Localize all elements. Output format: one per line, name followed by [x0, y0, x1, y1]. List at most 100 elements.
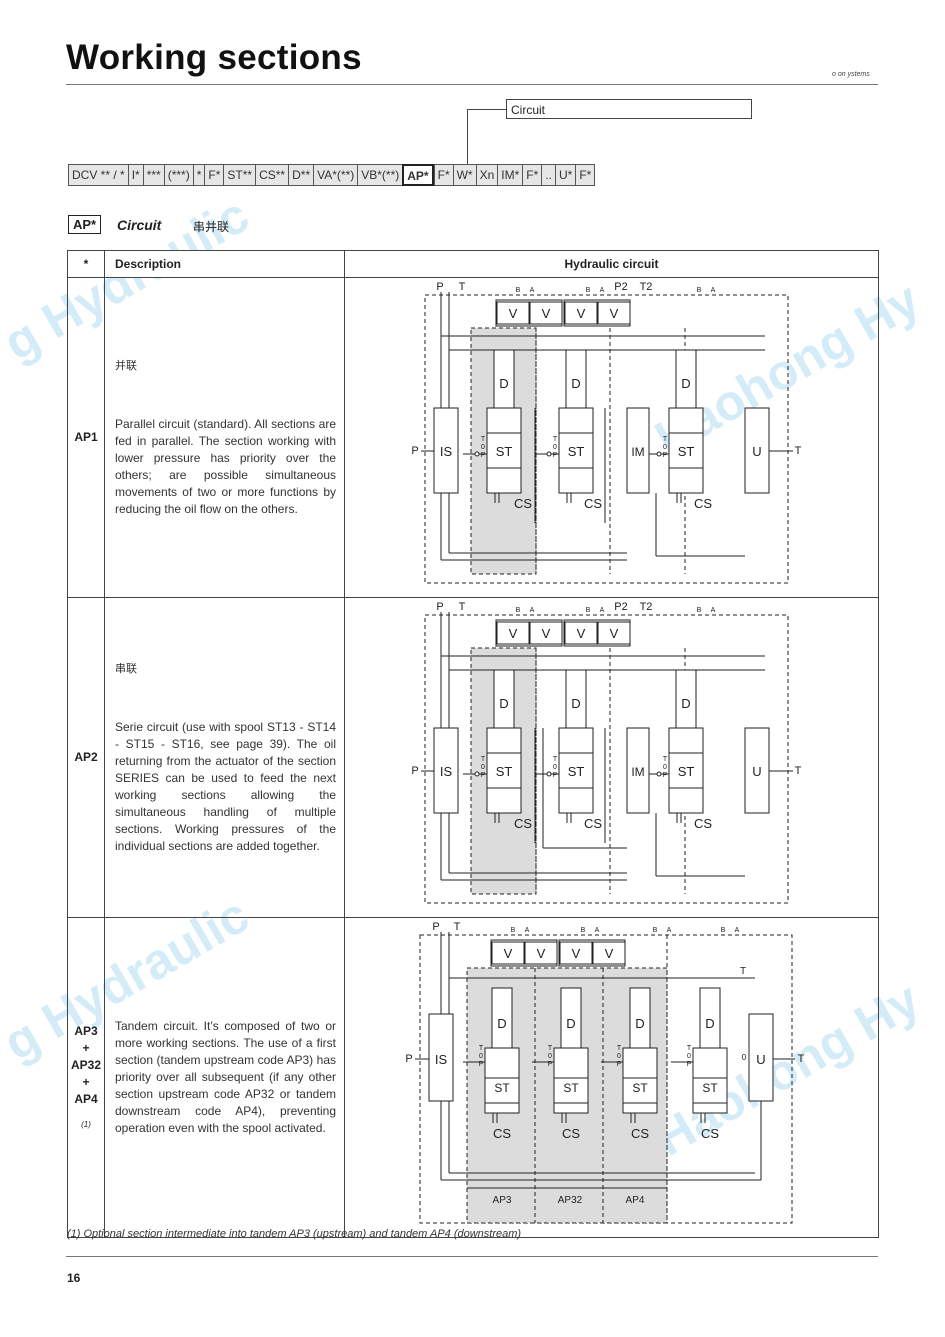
- tag-label: 0: [479, 1053, 483, 1060]
- tandem-label: AP32: [558, 1195, 583, 1206]
- valve-label: V: [537, 946, 546, 961]
- valve-box: [491, 941, 525, 965]
- inlet-block: [428, 1013, 454, 1102]
- port-label: A: [667, 927, 672, 934]
- code-cell: F*: [522, 164, 542, 186]
- tag-label: T: [479, 1045, 484, 1052]
- valve-box: [524, 941, 558, 965]
- tag-label: T: [553, 756, 558, 763]
- tag-label: 0: [553, 444, 557, 451]
- spool-lower: [668, 787, 704, 814]
- port-label: A: [600, 287, 605, 294]
- port-label: T: [459, 601, 466, 613]
- port-label: T: [454, 921, 461, 933]
- row-desc-cn: 并联: [115, 359, 137, 372]
- tag-label: 0: [663, 444, 667, 451]
- code-cell: D**: [288, 164, 314, 186]
- inlet-block: [433, 727, 459, 814]
- spool-lower: [486, 467, 522, 494]
- spool-upper: [622, 1047, 658, 1079]
- row-desc-text: Parallel circuit (standard). All section…: [115, 417, 336, 516]
- code-cell: ST**: [223, 164, 256, 186]
- tag-label: 0: [548, 1053, 552, 1060]
- spool-lower: [692, 1102, 728, 1114]
- tag-label: P: [663, 452, 668, 459]
- valve-label: V: [605, 946, 614, 961]
- row-description: Tandem circuit. It’s composed of two or …: [104, 917, 345, 1238]
- valve-box: [597, 621, 631, 645]
- tandem-label: AP3: [493, 1195, 512, 1206]
- spool-d-label: D: [499, 376, 508, 391]
- outer-frame: [424, 614, 789, 904]
- inlet-label: IS: [440, 444, 453, 459]
- port-label: B: [586, 287, 591, 294]
- valve-label: V: [509, 626, 518, 641]
- spool-lower: [553, 1102, 589, 1114]
- port-label: A: [595, 927, 600, 934]
- cs-label: CS: [631, 1126, 649, 1141]
- tag-label: T: [548, 1045, 553, 1052]
- port-label: A: [735, 927, 740, 934]
- port-label: A: [530, 287, 535, 294]
- port-label: P: [436, 601, 443, 613]
- spool-st: [668, 432, 704, 469]
- port-label: A: [525, 927, 530, 934]
- cs-label: CS: [514, 816, 532, 831]
- title-rule: [66, 84, 878, 85]
- row-desc-text: Serie circuit (use with spool ST13 - ST1…: [115, 720, 336, 853]
- code-cell: *: [192, 164, 205, 186]
- port-label: P: [411, 445, 418, 457]
- intermediate-label: IM: [631, 445, 644, 459]
- code-cell: VA*(**): [313, 164, 358, 186]
- section-code: AP*: [68, 215, 102, 234]
- valve-box: [529, 301, 563, 325]
- tandem-label: AP4: [626, 1195, 645, 1206]
- outer-frame: [419, 934, 793, 1224]
- spool-d-label: D: [566, 1016, 575, 1031]
- port-label: T: [740, 966, 746, 977]
- outlet-label: U: [752, 444, 761, 459]
- spool-d-label: D: [705, 1016, 714, 1031]
- row-description: 串联 Serie circuit (use with spool ST13 - …: [104, 597, 345, 918]
- tag-label: T: [617, 1045, 622, 1052]
- check-valve: [656, 771, 662, 777]
- intermediate-block: [626, 407, 650, 494]
- code-cell: CS**: [255, 164, 289, 186]
- tag-label: P: [481, 452, 486, 459]
- port-label: P: [405, 1053, 412, 1065]
- connector-line: [467, 109, 468, 164]
- spool-upper: [558, 407, 594, 434]
- valve-box: [529, 621, 563, 645]
- port-label: B: [653, 927, 658, 934]
- port-label: B: [511, 927, 516, 934]
- tag-label: 0: [481, 444, 485, 451]
- tag-label: 0: [742, 1053, 747, 1062]
- spool-upper: [558, 727, 594, 754]
- port-label: B: [697, 607, 702, 614]
- inlet-label: IS: [440, 764, 453, 779]
- valve-label: V: [509, 306, 518, 321]
- cs-label: CS: [584, 496, 602, 511]
- code-cell: DCV ** / *: [68, 164, 128, 186]
- spool-d-label: D: [499, 696, 508, 711]
- valve-label: V: [610, 306, 619, 321]
- intermediate-block: [626, 727, 650, 814]
- spool-st-label: ST: [496, 444, 513, 459]
- spool-lower: [558, 787, 594, 814]
- spool-lower: [484, 1102, 520, 1114]
- port-label: T2: [640, 601, 653, 613]
- code-cell: ***: [142, 164, 164, 186]
- code-cell: VB*(**): [357, 164, 403, 186]
- spool-st-label: ST: [678, 764, 695, 779]
- spool-upper: [692, 1047, 728, 1079]
- valve-label: V: [504, 946, 513, 961]
- valve-label: V: [610, 626, 619, 641]
- tag-label: P: [553, 452, 558, 459]
- spool-upper: [486, 407, 522, 434]
- valve-label: V: [572, 946, 581, 961]
- check-valve: [474, 771, 480, 777]
- valve-box: [564, 301, 598, 325]
- circuit-label-box: Circuit: [506, 99, 752, 119]
- spool-upper: [668, 407, 704, 434]
- check-valve: [546, 771, 552, 777]
